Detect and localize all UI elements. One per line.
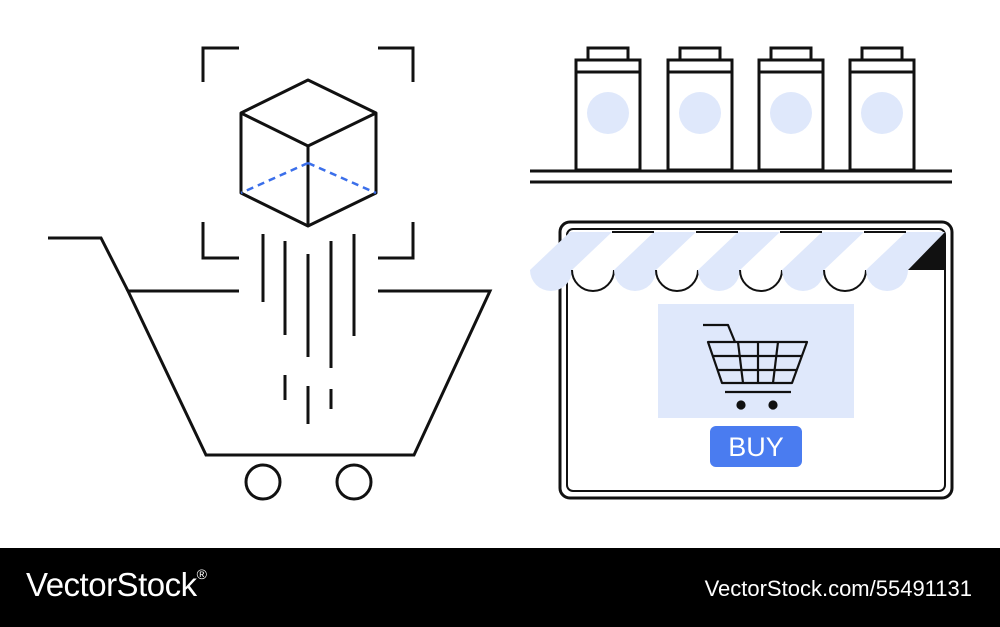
cube-icon	[239, 78, 378, 228]
small-cart-icon	[703, 323, 809, 410]
cart-wheel-left	[244, 463, 282, 501]
watermark-footer: VectorStock® VectorStock.com/55491131	[0, 548, 1000, 627]
focus-frame-icon	[201, 46, 415, 260]
buy-button-label: BUY	[728, 432, 784, 462]
illustration: BUY	[48, 46, 954, 501]
vectorstock-logo: VectorStock®	[26, 566, 207, 604]
shop-awning-icon	[530, 231, 945, 292]
shopping-cart-icon	[48, 236, 493, 501]
buy-button[interactable]: BUY	[710, 426, 802, 467]
vectorstock-brand: VectorStock	[26, 566, 197, 603]
display-panel	[658, 304, 854, 418]
image-id-text: VectorStock.com/55491131	[704, 576, 972, 601]
jar-icon	[666, 46, 734, 172]
motion-lines	[261, 234, 356, 424]
jar-icon	[574, 46, 642, 172]
jar-icon	[848, 46, 916, 172]
storefront: BUY	[530, 220, 954, 500]
jar-icon	[757, 46, 825, 172]
cart-wheel-right	[335, 463, 373, 501]
shelf	[530, 46, 952, 184]
registered-mark: ®	[196, 566, 207, 582]
